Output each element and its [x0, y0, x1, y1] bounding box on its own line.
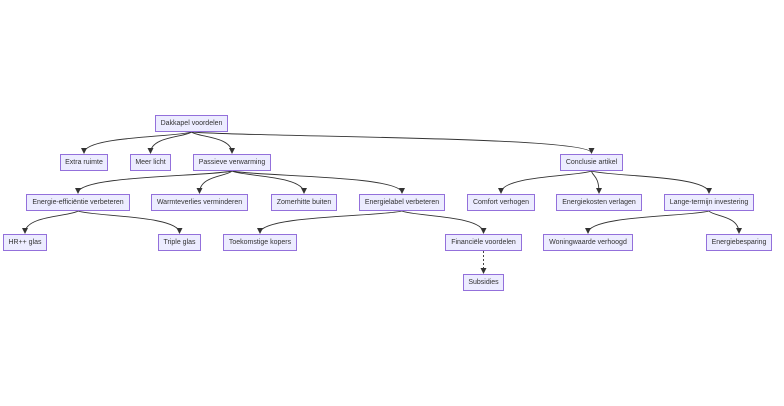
- edge-passief-to-zomer: [231, 170, 307, 194]
- edge-passief-to-warmte: [196, 170, 233, 194]
- edge-passief-to-eff: [75, 170, 233, 194]
- edge-root-to-passief: [191, 131, 235, 154]
- edge-label-to-kopers: [257, 210, 403, 234]
- node-energiekosten-verlagen[interactable]: Energiekosten verlagen: [556, 194, 642, 211]
- edge-label-to-fin: [401, 210, 487, 234]
- node-triple-glas[interactable]: Triple glas: [158, 234, 201, 251]
- edge-eff-to-hr: [22, 210, 79, 234]
- edge-lange-to-besparing: [708, 210, 742, 234]
- node-comfort-verhogen[interactable]: Comfort verhogen: [467, 194, 535, 211]
- node-subsidies[interactable]: Subsidies: [463, 274, 504, 291]
- node-dakkapel-voordelen[interactable]: Dakkapel voordelen: [155, 115, 228, 132]
- edge-root-to-extra: [81, 131, 192, 154]
- edge-eff-to-triple: [77, 210, 183, 234]
- edge-root-to-conclusie: [191, 131, 595, 154]
- node-passieve-verwarming[interactable]: Passieve verwarming: [193, 154, 271, 171]
- node-toekomstige-kopers[interactable]: Toekomstige kopers: [223, 234, 297, 251]
- node-energielabel[interactable]: Energielabel verbeteren: [359, 194, 445, 211]
- node-extra-ruimte[interactable]: Extra ruimte: [60, 154, 108, 171]
- edge-root-to-licht: [147, 131, 192, 154]
- node-energiebesparing[interactable]: Energiebesparing: [706, 234, 772, 251]
- edge-conclusie-to-kosten: [591, 170, 602, 194]
- edge-lange-to-woning: [585, 210, 710, 234]
- node-lange-termijn-investering[interactable]: Lange-termijn investering: [664, 194, 754, 211]
- node-woningwaarde-verhoogd[interactable]: Woningwaarde verhoogd: [543, 234, 633, 251]
- node-warmteverlies[interactable]: Warmteverlies verminderen: [151, 194, 248, 211]
- edge-conclusie-to-lange: [591, 170, 712, 194]
- node-meer-licht[interactable]: Meer licht: [130, 154, 171, 171]
- node-financiele-voordelen[interactable]: Financiële voordelen: [445, 234, 522, 251]
- node-zomerhitte[interactable]: Zomerhitte buiten: [271, 194, 337, 211]
- node-conclusie-artikel[interactable]: Conclusie artikel: [560, 154, 623, 171]
- edge-passief-to-label: [231, 170, 405, 194]
- node-energie-efficientie[interactable]: Energie-efficiëntie verbeteren: [26, 194, 130, 211]
- edge-conclusie-to-comfort: [498, 170, 592, 194]
- node-hr-glas[interactable]: HR++ glas: [3, 234, 47, 251]
